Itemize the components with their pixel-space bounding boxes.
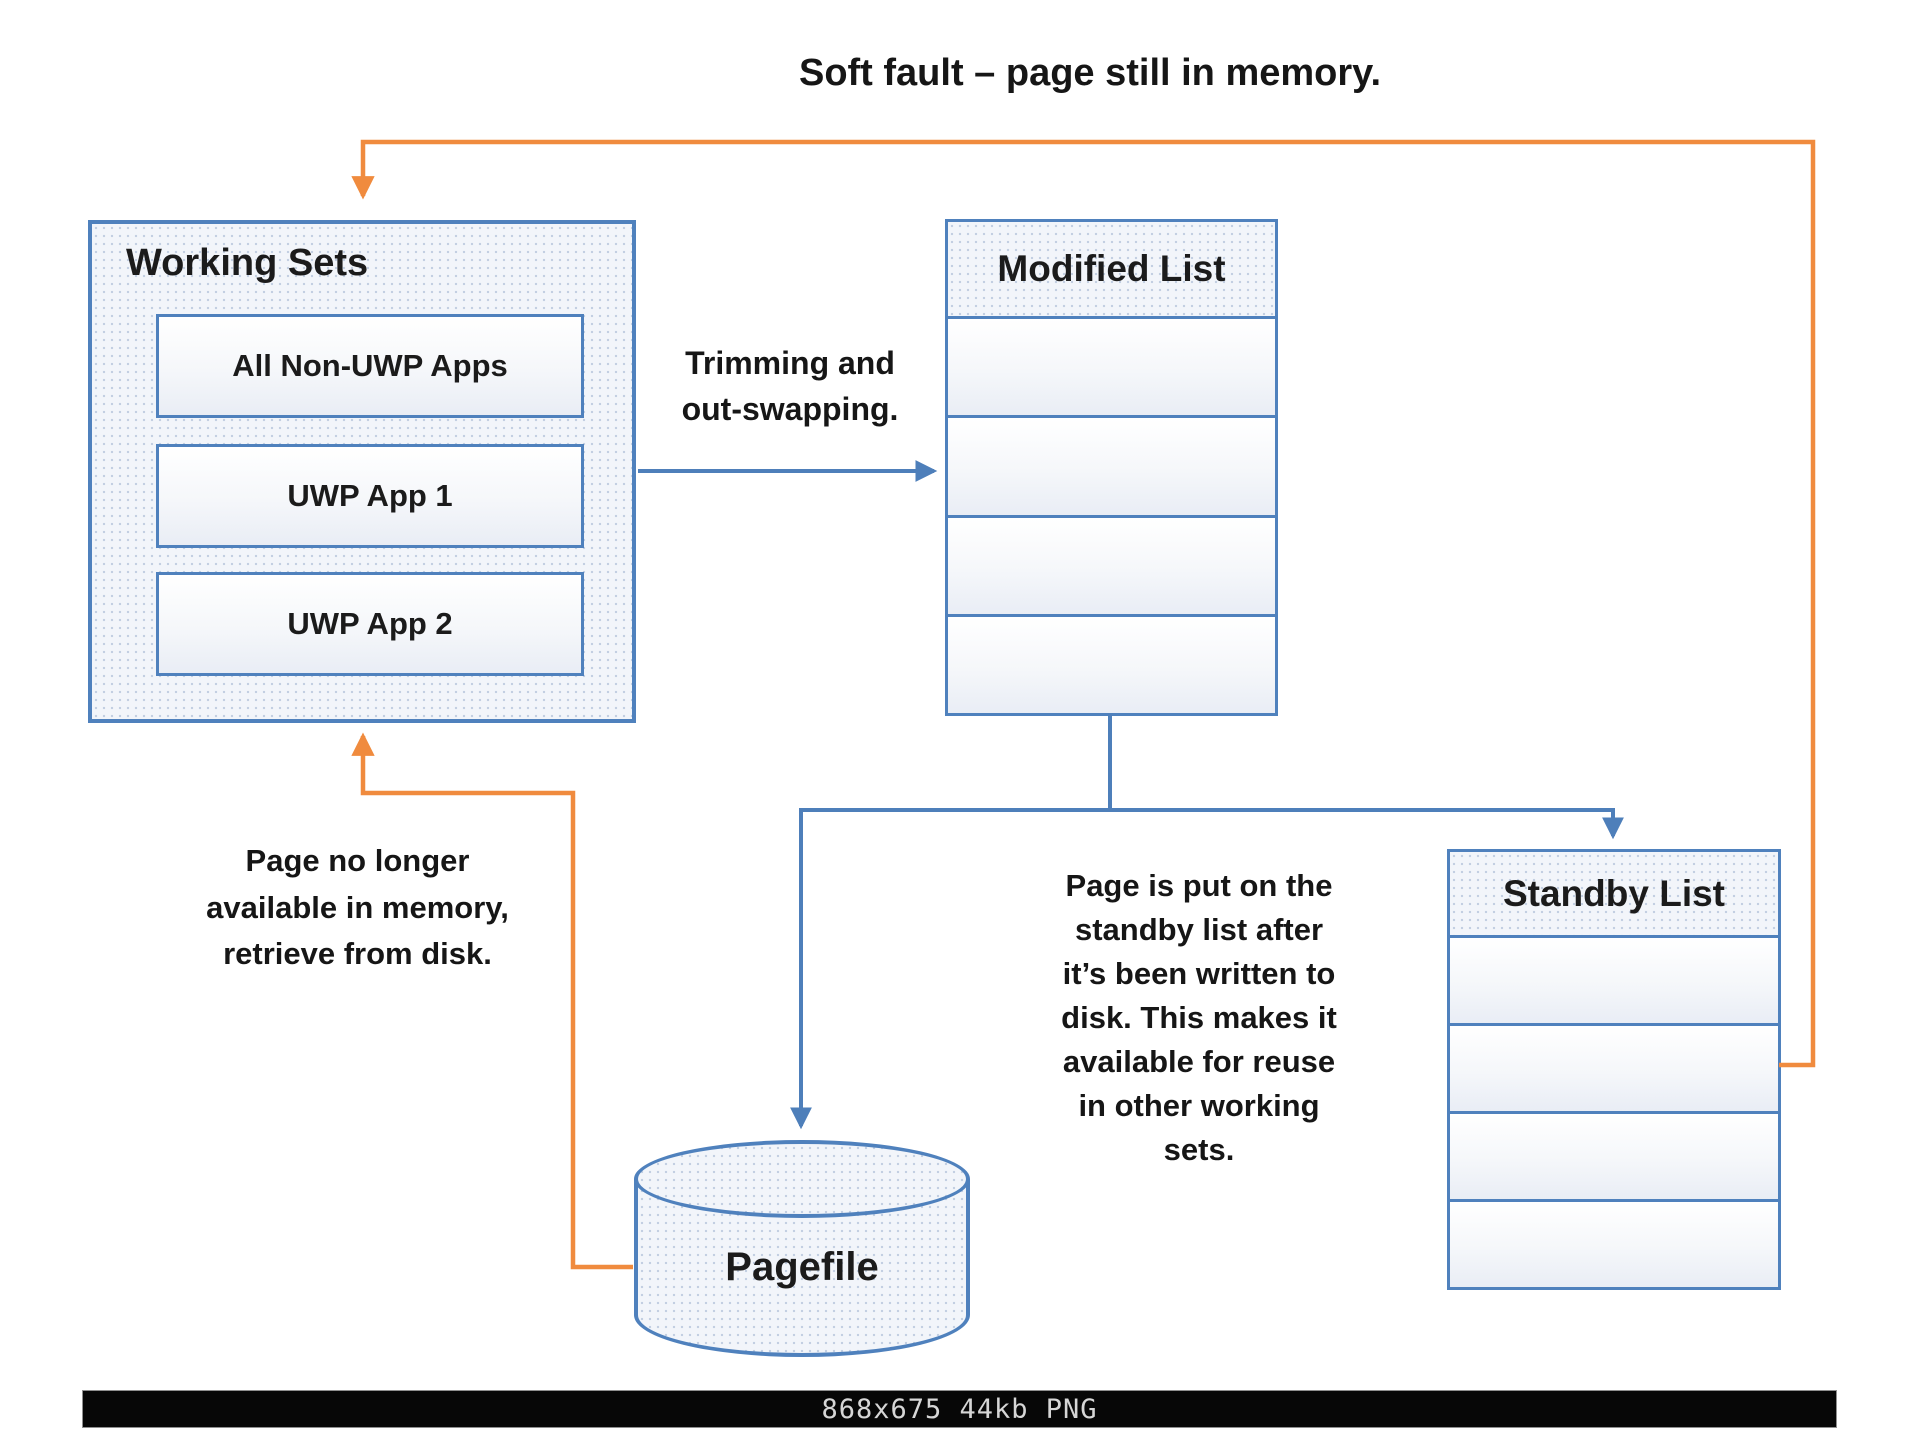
pagefile-title: Pagefile: [725, 1245, 879, 1289]
modified-list-title: Modified List: [948, 222, 1275, 319]
standby-list-title: Standby List: [1450, 852, 1778, 938]
working-set-item-uwp1: UWP App 1: [156, 444, 584, 548]
working-sets-box: Working Sets All Non-UWP Apps UWP App 1 …: [88, 220, 636, 723]
pagefile-cylinder-rim: [634, 1140, 970, 1218]
working-set-item-uwp2: UWP App 2: [156, 572, 584, 676]
working-set-item-non-uwp: All Non-UWP Apps: [156, 314, 584, 418]
standby-list-box: Standby List: [1447, 849, 1781, 1290]
standby-list-row: [1450, 1026, 1778, 1114]
soft-fault-label: Soft fault – page still in memory.: [798, 52, 1382, 94]
modified-list-box: Modified List: [945, 219, 1278, 716]
standby-list-row: [1450, 938, 1778, 1026]
status-bar: 868x675 44kb PNG: [82, 1390, 1837, 1428]
standby-list-row: [1450, 1202, 1778, 1287]
trimming-label: Trimming and out-swapping.: [681, 345, 899, 428]
standby-note-label: Page is put on the standby list after it…: [1061, 868, 1337, 1168]
page-no-longer-label: Page no longer available in memory, retr…: [206, 843, 509, 971]
retrieve-from-disk-arrow: [351, 732, 633, 1270]
modified-list-row: [948, 616, 1275, 713]
modified-list-row: [948, 319, 1275, 419]
working-sets-title: Working Sets: [126, 242, 369, 284]
modified-list-row: [948, 418, 1275, 518]
standby-list-row: [1450, 1114, 1778, 1202]
image-info-text: 868x675 44kb PNG: [821, 1393, 1098, 1425]
modified-list-row: [948, 517, 1275, 617]
